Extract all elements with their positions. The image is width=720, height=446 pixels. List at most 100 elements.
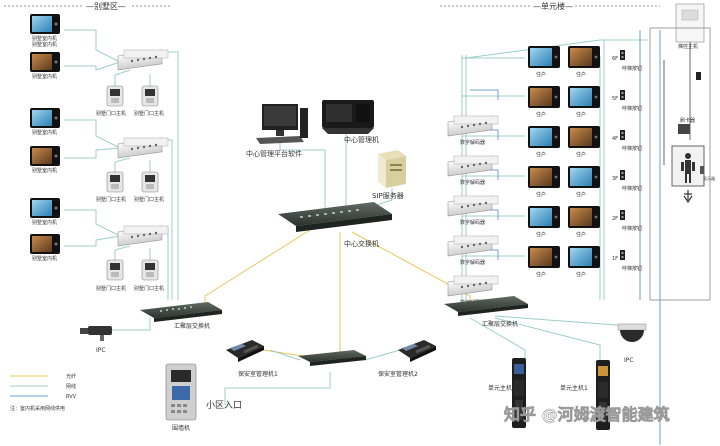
- villa-indoor-monitor: [30, 14, 60, 34]
- household-label: 住户: [576, 151, 586, 158]
- floor-label: 2F: [612, 216, 618, 222]
- mgmt-pc: [256, 104, 308, 144]
- ipc-left-label: IPC: [96, 347, 106, 354]
- floor-label: 4F: [612, 136, 618, 142]
- villa-indoor-label: 别墅室内机: [32, 167, 57, 174]
- elevator-call-label: 呼梯按钮: [622, 145, 642, 152]
- villa-decoder-box: [117, 225, 169, 247]
- wall-station: [165, 363, 197, 421]
- agg-switch-right: [444, 296, 528, 316]
- core-switch: [278, 202, 392, 232]
- villa-decoder-box: [117, 49, 169, 71]
- unit-decoders: 数字解码器数字解码器数字解码器数字解码器数字解码器: [447, 115, 499, 306]
- unit-decoder-box: [447, 235, 499, 257]
- unit-households: 住户住户住户住户住户住户住户住户住户住户住户住户: [528, 46, 600, 278]
- household-monitor: [568, 166, 600, 188]
- villa-indoor-monitor: [30, 52, 60, 72]
- guard-console-2: [396, 338, 438, 364]
- household-monitor: [528, 246, 560, 268]
- sip-label: SIP服务器: [372, 191, 404, 200]
- household-label: 住户: [536, 231, 546, 238]
- household-label: 住户: [536, 71, 546, 78]
- villa-decoder-box: [117, 137, 169, 159]
- elevator-call-button: [620, 130, 625, 140]
- elevator-call-button: [620, 50, 625, 60]
- villa-door-station: [106, 171, 124, 193]
- legend-rvv: RVV: [66, 394, 77, 400]
- elevator-call-button: [620, 170, 625, 180]
- unit-main-1-label: 单元主机1: [560, 384, 588, 392]
- guard2-label: 保安室管理机2: [378, 370, 418, 378]
- villa-door-station: [106, 85, 124, 107]
- elevator-call-label: 呼梯按钮: [622, 105, 642, 112]
- villa-indoor-label: 别墅室内机: [32, 35, 57, 42]
- villa-indoor-label-2: 别墅室内机: [32, 41, 57, 48]
- household-label: 住户: [536, 151, 546, 158]
- elevator-card-label: 刷卡器: [680, 117, 695, 124]
- access-switch: [298, 350, 366, 366]
- household-monitor: [528, 46, 560, 68]
- household-monitor: [568, 206, 600, 228]
- zone-unit-label: —单元楼—: [533, 1, 573, 11]
- villa-door-station: [141, 171, 159, 193]
- floor-label: 6F: [612, 56, 618, 62]
- villa-group-1: 别墅室内机 别墅室内机 别墅室内机 别墅门口主机 别墅门口主机: [30, 14, 169, 117]
- household-monitor: [528, 86, 560, 108]
- household-monitor: [528, 206, 560, 228]
- sip-server: [378, 150, 406, 188]
- elevator-shaft: [649, 27, 711, 301]
- villa-door-station: [141, 259, 159, 281]
- watermark: 知乎 @河姆渡智能建筑: [504, 405, 670, 424]
- household-label: 住户: [536, 271, 546, 278]
- unit-main-station-1: [596, 360, 610, 430]
- agg-switch-left: [140, 302, 222, 322]
- wall-station-label: 围墙机: [172, 424, 190, 432]
- villa-indoor-label: 别墅室内机: [32, 219, 57, 226]
- center-mgmt-label: 中心管理机: [344, 135, 379, 144]
- household-monitor: [568, 46, 600, 68]
- villa-indoor-label: 别墅室内机: [32, 255, 57, 262]
- household-label: 住户: [576, 271, 586, 278]
- household-label: 住户: [576, 191, 586, 198]
- villa-indoor-label: 别墅室内机: [32, 73, 57, 80]
- legend-net: 网线: [66, 383, 76, 390]
- unit-main-2-label: 单元主机2: [488, 384, 516, 392]
- villa-door-label: 别墅门口主机: [96, 196, 126, 203]
- unit-main-station-2: [512, 358, 526, 428]
- villa-door-label: 别墅门口主机: [134, 285, 164, 292]
- villa-indoor-monitor: [30, 108, 60, 128]
- household-monitor: [528, 166, 560, 188]
- core-switch-label: 中心交换机: [344, 239, 379, 248]
- decoder-label: 数字解码器: [460, 179, 485, 186]
- villa-indoor-monitor: [30, 234, 60, 254]
- ipc-right-label: IPC: [624, 357, 634, 364]
- decoder-label: 数字解码器: [460, 139, 485, 146]
- villa-door-label: 别墅门口主机: [96, 285, 126, 292]
- unit-decoder-box: [447, 275, 499, 297]
- villa-door-label: 别墅门口主机: [134, 110, 164, 117]
- elevator-call-label: 呼梯按钮: [622, 265, 642, 272]
- elevator-call-button: [620, 250, 625, 260]
- legend-note: 注：室内机采用网线供电: [10, 405, 65, 412]
- floor-label: 3F: [612, 176, 618, 182]
- decoder-label: 数字解码器: [460, 259, 485, 266]
- household-monitor: [568, 246, 600, 268]
- villa-indoor-monitor: [30, 146, 60, 166]
- agg-switch-right-label: 汇聚层交换机: [482, 320, 518, 328]
- center-mgmt-unit: [322, 100, 374, 134]
- household-label: 住户: [576, 71, 586, 78]
- ipc-camera-left: [80, 326, 112, 341]
- elevator-call-label: 呼梯按钮: [622, 225, 642, 232]
- guard1-label: 保安室管理机1: [238, 370, 278, 378]
- villa-indoor-monitor: [30, 198, 60, 218]
- household-monitor: [568, 126, 600, 148]
- unit-decoder-box: [447, 115, 499, 137]
- villa-group-2: 别墅室内机 别墅室内机 别墅门口主机 别墅门口主机: [30, 108, 169, 203]
- household-monitor: [528, 126, 560, 148]
- household-label: 住户: [576, 231, 586, 238]
- entrance-label: 小区入口: [206, 400, 242, 411]
- household-monitor: [568, 86, 600, 108]
